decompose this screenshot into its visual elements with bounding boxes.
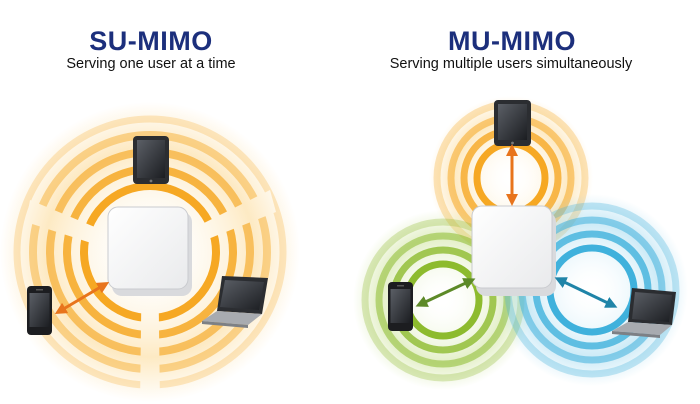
su-mimo-subtitle: Serving one user at a time [66,56,236,72]
su-mimo-title: SU-MIMO [89,26,213,56]
mu-access-point-icon [471,205,556,296]
mu-smartphone-icon [388,282,413,331]
su-smartphone-icon [27,286,52,335]
su-laptop-icon [202,276,268,328]
su-data-arrow [54,281,110,315]
mu-mimo-subtitle: Serving multiple users simultaneously [389,56,633,72]
mu-tablet-icon [494,100,531,146]
su-access-point-icon [107,206,192,296]
mu-blue-data-arrow [554,277,618,308]
su-tablet-icon [133,136,169,184]
mu-laptop-icon [612,288,676,338]
mu-mimo-title: MU-MIMO [448,26,576,56]
mu-green-data-arrow [415,278,476,307]
